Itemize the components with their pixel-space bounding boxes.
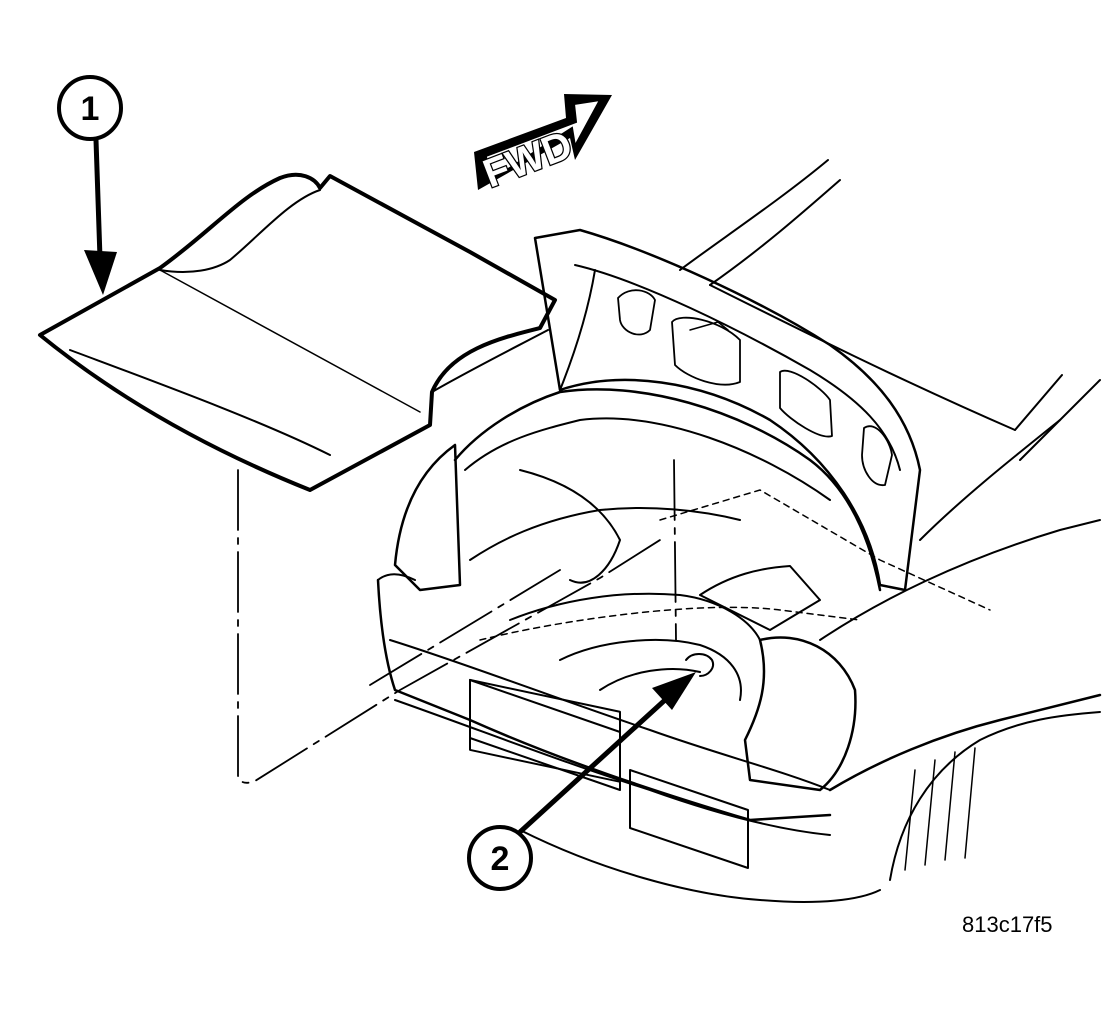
callout-2: 2 bbox=[467, 672, 696, 891]
vehicle-rear bbox=[376, 159, 1102, 903]
load-floor-cover bbox=[38, 172, 557, 492]
fwd-direction-arrow: FWD bbox=[474, 94, 612, 198]
callout-2-number: 2 bbox=[491, 840, 510, 878]
callout-1: 1 bbox=[57, 75, 123, 295]
figure-id: 813c17f5 bbox=[962, 912, 1053, 937]
callout-1-number: 1 bbox=[81, 90, 100, 128]
